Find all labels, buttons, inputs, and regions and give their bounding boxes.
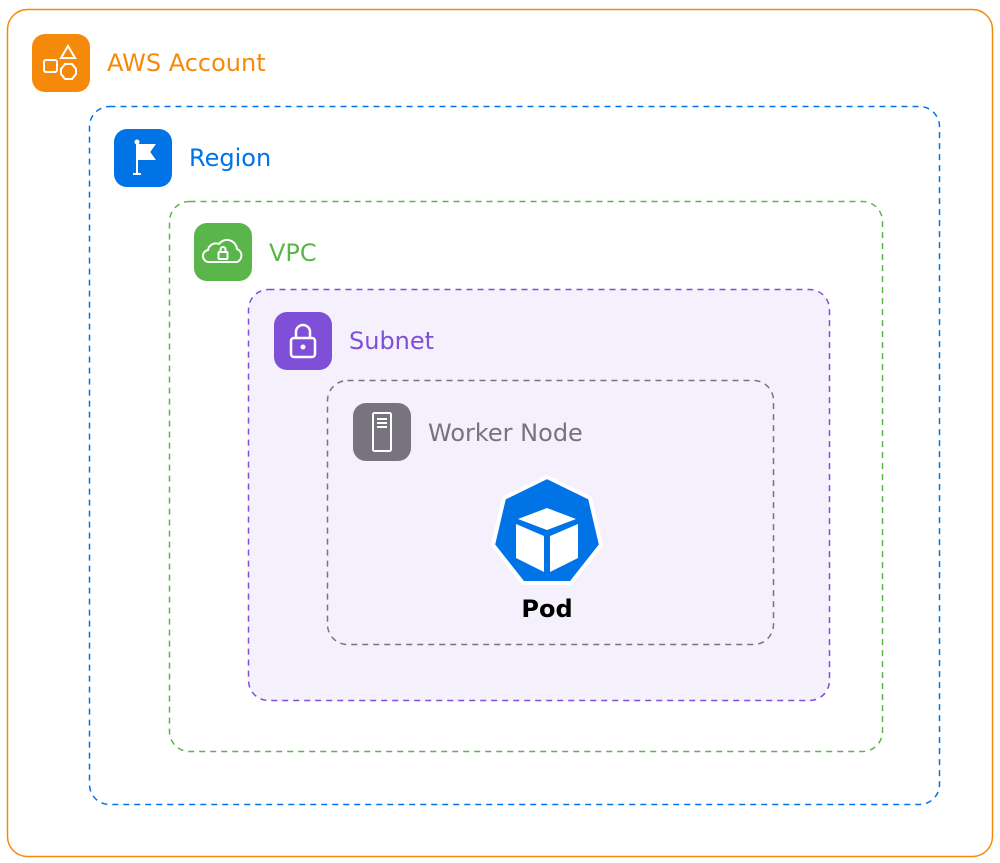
- region-label: Region: [189, 144, 272, 172]
- region-frame: [88, 105, 941, 806]
- vpc-frame: [168, 200, 884, 753]
- server-icon: [353, 403, 411, 461]
- vpc-label: VPC: [269, 239, 317, 267]
- cloud-lock-icon: [194, 223, 252, 281]
- aws-account-label: AWS Account: [107, 49, 266, 77]
- kubernetes-pod-icon[interactable]: [489, 474, 605, 588]
- worker-node-frame: [326, 379, 775, 646]
- shapes-icon: [32, 34, 90, 92]
- worker-node-label: Worker Node: [428, 419, 583, 447]
- flag-icon: [114, 129, 172, 187]
- subnet-label: Subnet: [349, 327, 435, 355]
- pod-label: Pod: [521, 595, 573, 623]
- lock-icon: [274, 312, 332, 370]
